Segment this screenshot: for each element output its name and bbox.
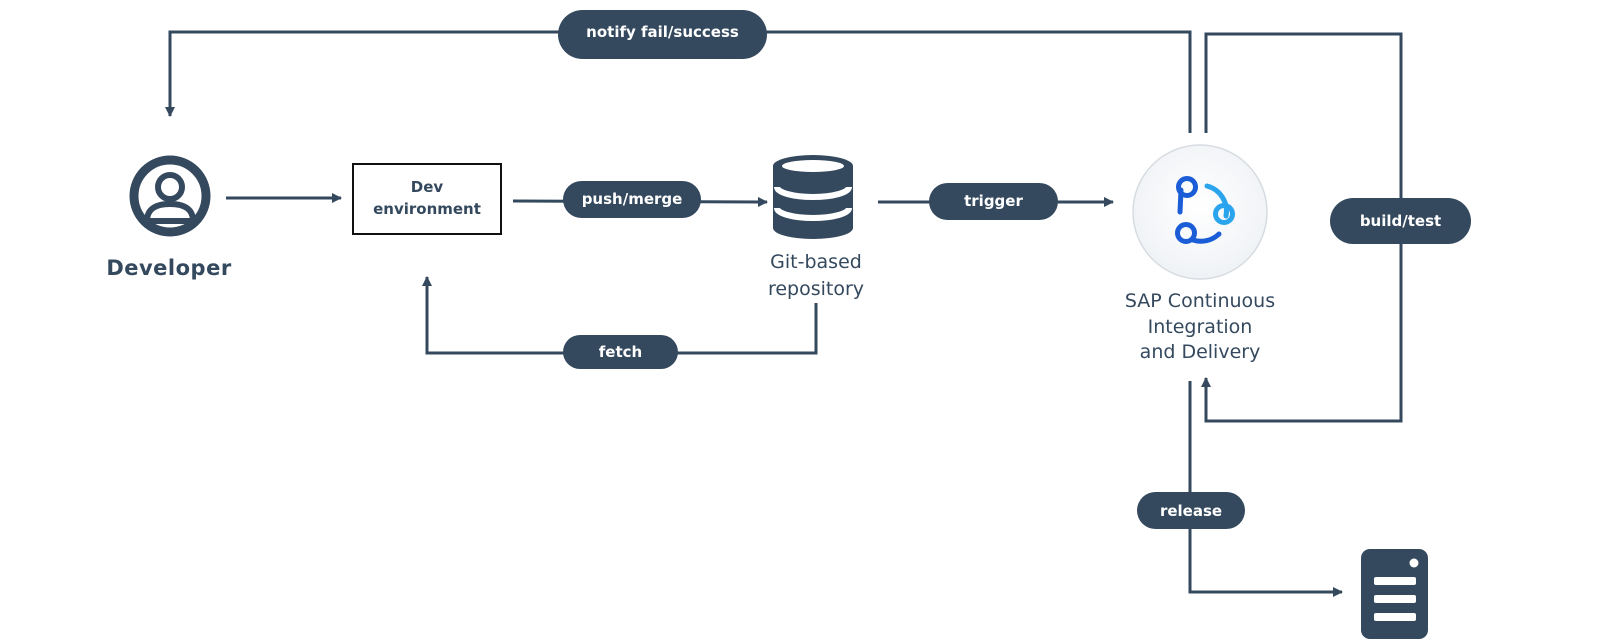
sap-ci-logo-icon <box>1175 176 1235 244</box>
push-merge-label-pill: push/merge <box>563 181 701 218</box>
trigger-label: trigger <box>964 192 1023 210</box>
repository-label-line2: repository <box>768 278 864 300</box>
sap-ci-node: SAP Continuous Integration and Delivery <box>1125 144 1275 363</box>
dev-environment-label-line1: Dev <box>411 178 444 196</box>
push-merge-label: push/merge <box>582 190 683 208</box>
build-test-label: build/test <box>1360 212 1441 230</box>
repository-label-line1: Git-based <box>770 251 862 273</box>
developer-label: Developer <box>106 256 232 280</box>
trigger-label-pill: trigger <box>929 183 1058 220</box>
repository-node: Git-based repository <box>768 155 864 300</box>
dev-environment-node: Dev environment <box>352 163 502 235</box>
fetch-label: fetch <box>599 343 642 361</box>
build-test-label-pill: build/test <box>1330 198 1471 244</box>
notify-label: notify fail/success <box>586 23 739 41</box>
sap-ci-label-line1: SAP Continuous <box>1125 290 1275 312</box>
release-connector <box>1188 381 1344 598</box>
developer-node: Developer <box>106 155 232 280</box>
sap-ci-label-line3: and Delivery <box>1140 341 1261 363</box>
sap-ci-label-line2: Integration <box>1148 316 1253 338</box>
user-icon <box>129 155 211 237</box>
release-label: release <box>1160 502 1222 520</box>
database-icon <box>773 155 853 239</box>
notify-label-pill: notify fail/success <box>558 10 767 59</box>
dev-environment-label-line2: environment <box>373 200 481 218</box>
server-icon <box>1361 549 1428 639</box>
fetch-label-pill: fetch <box>563 335 678 369</box>
release-label-pill: release <box>1137 492 1245 529</box>
